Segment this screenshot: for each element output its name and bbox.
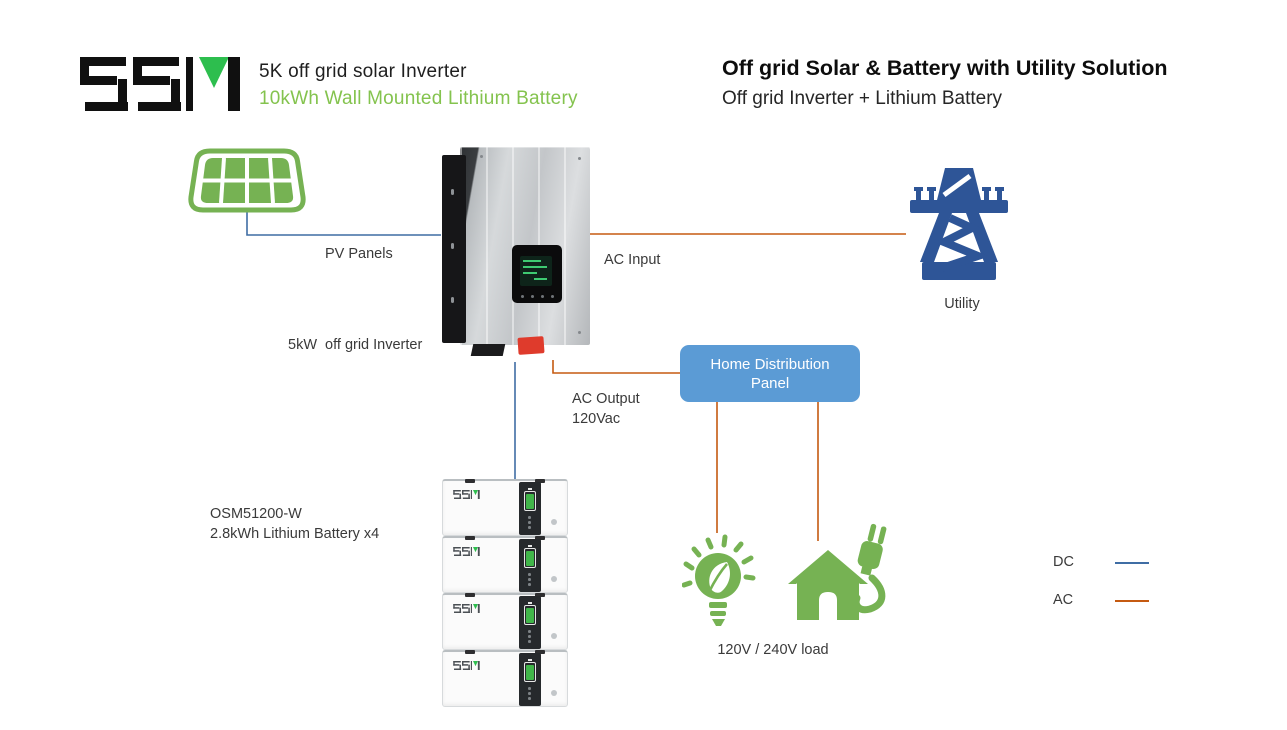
inverter-display [512,245,562,303]
osm-mini-logo-icon [453,547,480,556]
osm-logo [80,57,240,111]
battery-label: OSM51200-W 2.8kWh Lithium Battery x4 [210,504,379,544]
product-line-1: 5K off grid solar Inverter [259,61,467,82]
osm-mini-logo-icon [453,661,480,670]
battery-unit [442,479,568,536]
inverter-lcd-screen [520,256,552,286]
ac-output-line1: AC Output [572,391,640,407]
battery-level-icon [524,659,536,682]
battery-status-strip [519,539,541,592]
battery-description: 2.8kWh Lithium Battery x4 [210,526,380,542]
inverter-image [440,145,592,360]
utility-tower-icon [910,168,1008,280]
inverter-foot [470,344,506,356]
battery-stack [442,479,568,707]
legend-dc-label: DC [1053,554,1074,570]
utility-label: Utility [944,296,980,312]
product-line-2: 10kWh Wall Mounted Lithium Battery [259,88,578,109]
house-plug-icon [788,523,887,620]
battery-knob [551,519,557,525]
load-label: 120V / 240V load [717,642,829,658]
battery-unit [442,593,568,650]
legend-ac-line [1115,600,1149,602]
battery-level-icon [524,545,536,568]
page-title: Off grid Solar & Battery with Utility So… [722,56,1168,80]
battery-status-strip [519,482,541,535]
ac-line-inverter-to-panel [552,360,680,374]
inverter-mounting-bracket [442,155,466,343]
inverter-connector [517,336,545,355]
battery-level-icon [524,602,536,625]
dc-line-pv-to-inverter [246,211,441,236]
home-distribution-panel: Home Distribution Panel [680,345,860,402]
legend-ac-label: AC [1053,592,1074,608]
ac-output-label: AC Output 120Vac [572,389,640,429]
page-subtitle: Off grid Inverter + Lithium Battery [722,88,1003,109]
battery-knob [551,690,557,696]
osm-mini-logo-icon [453,490,480,499]
battery-knob [551,576,557,582]
battery-status-strip [519,653,541,706]
ac-output-line2: 120Vac [572,411,621,427]
osm-mini-logo-icon [453,604,480,613]
battery-status-strip [519,596,541,649]
pv-panels-label: PV Panels [325,246,393,262]
pv-panel-icon [188,148,306,213]
inverter-label: 5kW off grid Inverter [288,337,423,353]
battery-knob [551,633,557,639]
battery-level-icon [524,488,536,511]
battery-unit [442,650,568,707]
ac-input-label: AC Input [604,252,661,268]
battery-unit [442,536,568,593]
eco-bulb-icon [682,534,756,626]
battery-model: OSM51200-W [210,506,302,522]
legend-dc-line [1115,562,1149,564]
